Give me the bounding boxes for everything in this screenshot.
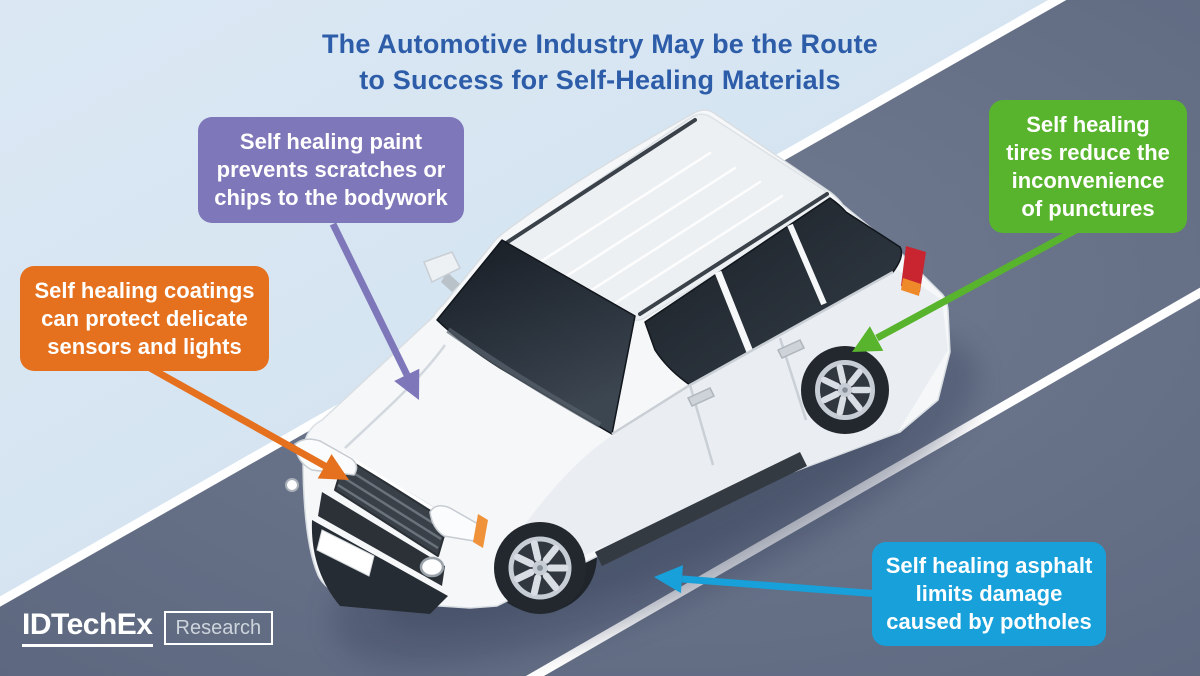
asphalt-arrow (654, 565, 881, 598)
car-front-wheel (494, 522, 586, 614)
car-c-pillar (787, 223, 827, 306)
coatings-arrow (148, 364, 349, 480)
callout-arrows (148, 221, 1087, 598)
callout-tires: Self healing tires reduce the inconvenie… (989, 100, 1187, 233)
car-windshield-reflection (446, 327, 602, 428)
car-grille (334, 451, 451, 557)
title-line-1: The Automotive Industry May be the Route (321, 29, 879, 59)
car-fog-light-left (285, 478, 299, 492)
car-roof-rail-right (638, 192, 829, 316)
car-headlight-left (294, 438, 358, 476)
tires-arrow (852, 221, 1087, 352)
callout-asphalt: Self healing asphalt limits damage cause… (872, 542, 1106, 646)
car-front-wheel-spokes (514, 540, 569, 596)
car-side-glass (644, 197, 903, 386)
title-line-2: to Success for Self-Healing Materials (359, 65, 841, 95)
logo-brand-text: IDTechEx (22, 610, 153, 647)
car-rear-wheel-spokes (821, 364, 872, 416)
car-b-pillar (714, 270, 754, 354)
car-license-plate (316, 529, 375, 577)
car-rear-wheel (801, 346, 889, 434)
car-rocker-panel (595, 452, 807, 566)
idtechex-logo: IDTechEx Research (22, 610, 274, 647)
car-side-mirror (423, 251, 462, 292)
car-door-handles (686, 339, 806, 407)
logo-research-badge: Research (163, 611, 274, 645)
car-front-bumper-insert (318, 492, 445, 586)
car-illustration (285, 109, 951, 614)
car-taillight-orange (901, 278, 921, 296)
car-fog-light-right (419, 556, 445, 578)
callout-paint: Self healing paint prevents scratches or… (198, 117, 464, 223)
car-turn-signal (473, 514, 488, 548)
car-roof-rail-left (501, 118, 697, 247)
paint-arrow (329, 222, 420, 400)
car-grille-chrome (341, 451, 451, 521)
car-grille-slats (337, 465, 445, 550)
page-title: The Automotive Industry May be the Route… (0, 26, 1200, 98)
car-roof-streaks (538, 151, 784, 307)
callout-coatings: Self healing coatings can protect delica… (20, 266, 269, 371)
